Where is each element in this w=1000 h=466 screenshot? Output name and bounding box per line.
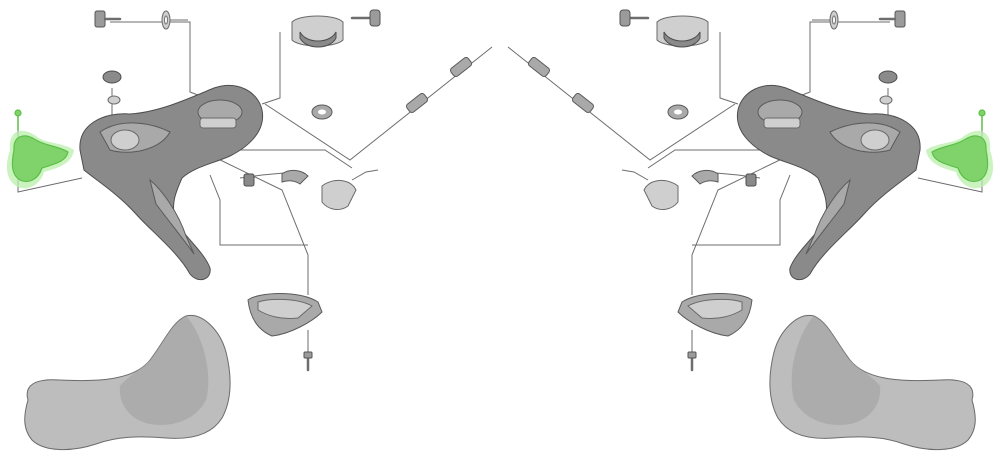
left-assembly — [5, 8, 494, 451]
right-assembly — [506, 8, 995, 451]
